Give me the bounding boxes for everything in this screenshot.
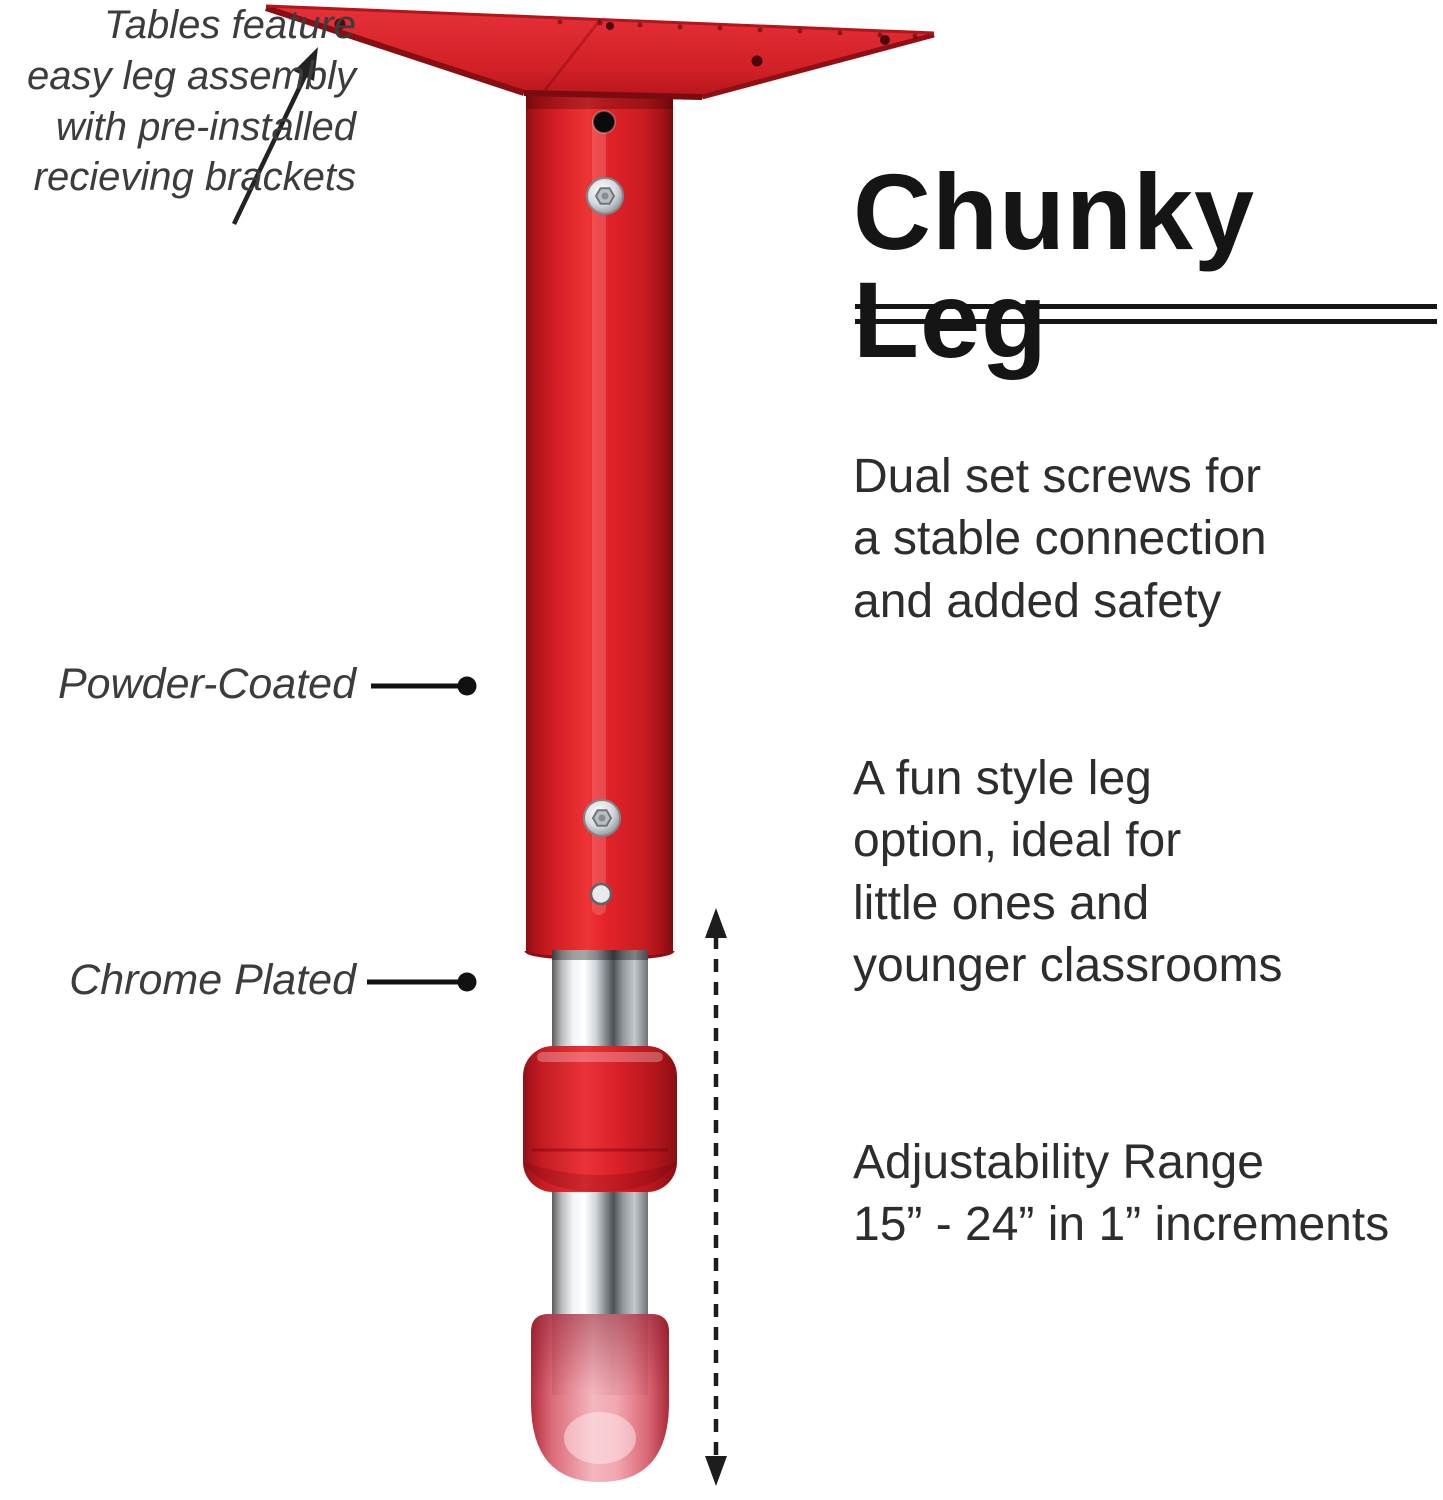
adjustment-hole [589,882,613,906]
page-title: Chunky Leg [853,151,1256,380]
foot-cap [531,1314,669,1482]
feature-adjustability: Adjustability Range 15” - 24” in 1” incr… [853,1136,1390,1252]
chrome-plated-pointer [367,972,477,992]
set-screw-top [586,177,624,215]
powder-coated-label: Powder-Coated [58,660,356,708]
chrome-plated-label: Chrome Plated [69,956,356,1004]
red-collar [523,1046,677,1192]
bracket-note: Tables feature easy leg assembly with pr… [26,3,356,200]
mounting-plate [265,4,935,100]
adjustability-range-arrow [705,908,727,1486]
title-underline [855,304,1437,324]
powder-coated-pointer [371,676,477,696]
bracket-pointer-arrow [231,47,318,225]
top-mount-hole [592,110,616,134]
feature-fun-style: A fun style leg option, ideal for little… [853,752,1283,993]
set-screw-bottom [583,799,621,837]
feature-dual-screws: Dual set screws for a stable connection … [853,450,1267,628]
